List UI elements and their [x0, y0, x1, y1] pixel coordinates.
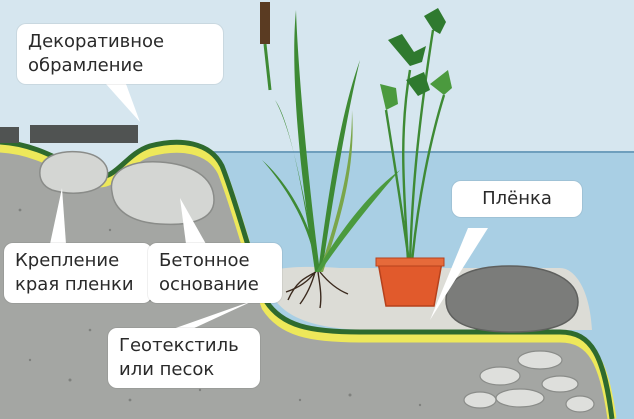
reed-plant [260, 2, 400, 272]
decorative-slab-right [30, 125, 138, 143]
label-geotextile: Геотекстиль или песок [108, 328, 260, 388]
label-film-line1: Плёнка [482, 188, 552, 209]
boulder [445, 265, 579, 333]
label-edge-fixing: Крепление края пленки [4, 243, 152, 303]
label-decorative-frame-line1: Декоративное [28, 31, 165, 52]
label-film: Плёнка [452, 181, 582, 217]
label-geotextile-line2: или песок [119, 359, 215, 380]
label-geotextile-line1: Геотекстиль [119, 335, 239, 356]
flower-pot [377, 261, 443, 307]
label-concrete-base-line2: основание [159, 274, 259, 295]
label-decorative-frame-line2: обрамление [28, 55, 144, 76]
label-concrete-base: Бетонное основание [148, 243, 282, 303]
label-decorative-frame: Декоративное обрамление [17, 24, 223, 84]
decorative-slab-left [0, 127, 19, 143]
label-edge-fixing-line2: края пленки [15, 274, 134, 295]
callout-pointers [50, 84, 488, 330]
label-edge-fixing-line1: Крепление [15, 250, 120, 271]
label-concrete-base-line1: Бетонное [159, 250, 250, 271]
flower-pot-rim [375, 257, 445, 267]
concrete-stone [110, 161, 215, 226]
pebbles [463, 350, 595, 413]
edge-stone [39, 150, 109, 194]
arrowhead-plant [380, 8, 452, 263]
reed-roots [285, 271, 349, 309]
